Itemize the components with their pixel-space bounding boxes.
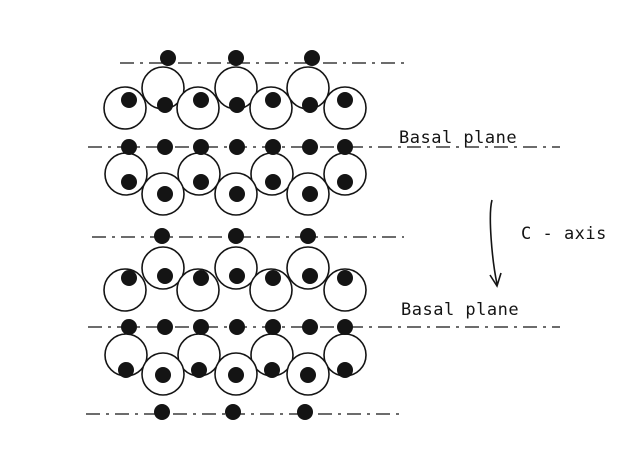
small-atom — [157, 186, 173, 202]
small-atom — [157, 97, 173, 113]
small-atom — [121, 174, 137, 190]
small-atom — [118, 362, 134, 378]
small-atom — [337, 139, 353, 155]
small-atom — [302, 97, 318, 113]
small-atom — [337, 174, 353, 190]
small-atom — [229, 319, 245, 335]
small-atom — [155, 367, 171, 383]
small-atom — [121, 92, 137, 108]
large-atom — [249, 268, 293, 312]
small-atom — [121, 139, 137, 155]
small-atom — [229, 139, 245, 155]
small-atom — [337, 362, 353, 378]
small-atom — [154, 228, 170, 244]
small-atom — [337, 270, 353, 286]
small-atom — [193, 319, 209, 335]
small-atom — [297, 404, 313, 420]
basal-plane-label-top: Basal plane — [399, 128, 518, 148]
small-atom — [265, 319, 281, 335]
large-atom — [286, 246, 330, 290]
small-atom — [121, 270, 137, 286]
basal-plane-label-bottom: Basal plane — [401, 300, 520, 320]
small-atom — [193, 92, 209, 108]
small-atom — [160, 50, 176, 66]
large-atom — [141, 246, 185, 290]
small-atom — [229, 97, 245, 113]
small-atom — [157, 268, 173, 284]
small-atom — [265, 174, 281, 190]
large-atom — [249, 86, 293, 130]
small-atom — [302, 139, 318, 155]
small-atom — [337, 92, 353, 108]
small-atom — [265, 139, 281, 155]
small-atom — [121, 319, 137, 335]
small-atom — [193, 270, 209, 286]
small-atom — [300, 228, 316, 244]
small-atom — [300, 367, 316, 383]
small-atoms — [118, 50, 353, 420]
small-atom — [193, 174, 209, 190]
small-atom — [302, 319, 318, 335]
small-atom — [157, 139, 173, 155]
small-atom — [157, 319, 173, 335]
c-axis-arrow-shaft — [489, 199, 498, 285]
c-axis-arrow-head — [489, 272, 502, 288]
c-axis-label: C - axis — [521, 224, 607, 244]
small-atom — [228, 50, 244, 66]
large-atom — [214, 246, 258, 290]
small-atom — [228, 367, 244, 383]
small-atom — [265, 270, 281, 286]
small-atom — [229, 186, 245, 202]
small-atom — [229, 268, 245, 284]
small-atom — [264, 362, 280, 378]
small-atom — [193, 139, 209, 155]
c-axis-arrow — [489, 199, 502, 288]
small-atom — [337, 319, 353, 335]
small-atom — [191, 362, 207, 378]
small-atom — [154, 404, 170, 420]
small-atom — [265, 92, 281, 108]
small-atom — [302, 268, 318, 284]
small-atom — [302, 186, 318, 202]
small-atom — [304, 50, 320, 66]
small-atom — [225, 404, 241, 420]
small-atom — [228, 228, 244, 244]
large-atom — [323, 268, 367, 312]
